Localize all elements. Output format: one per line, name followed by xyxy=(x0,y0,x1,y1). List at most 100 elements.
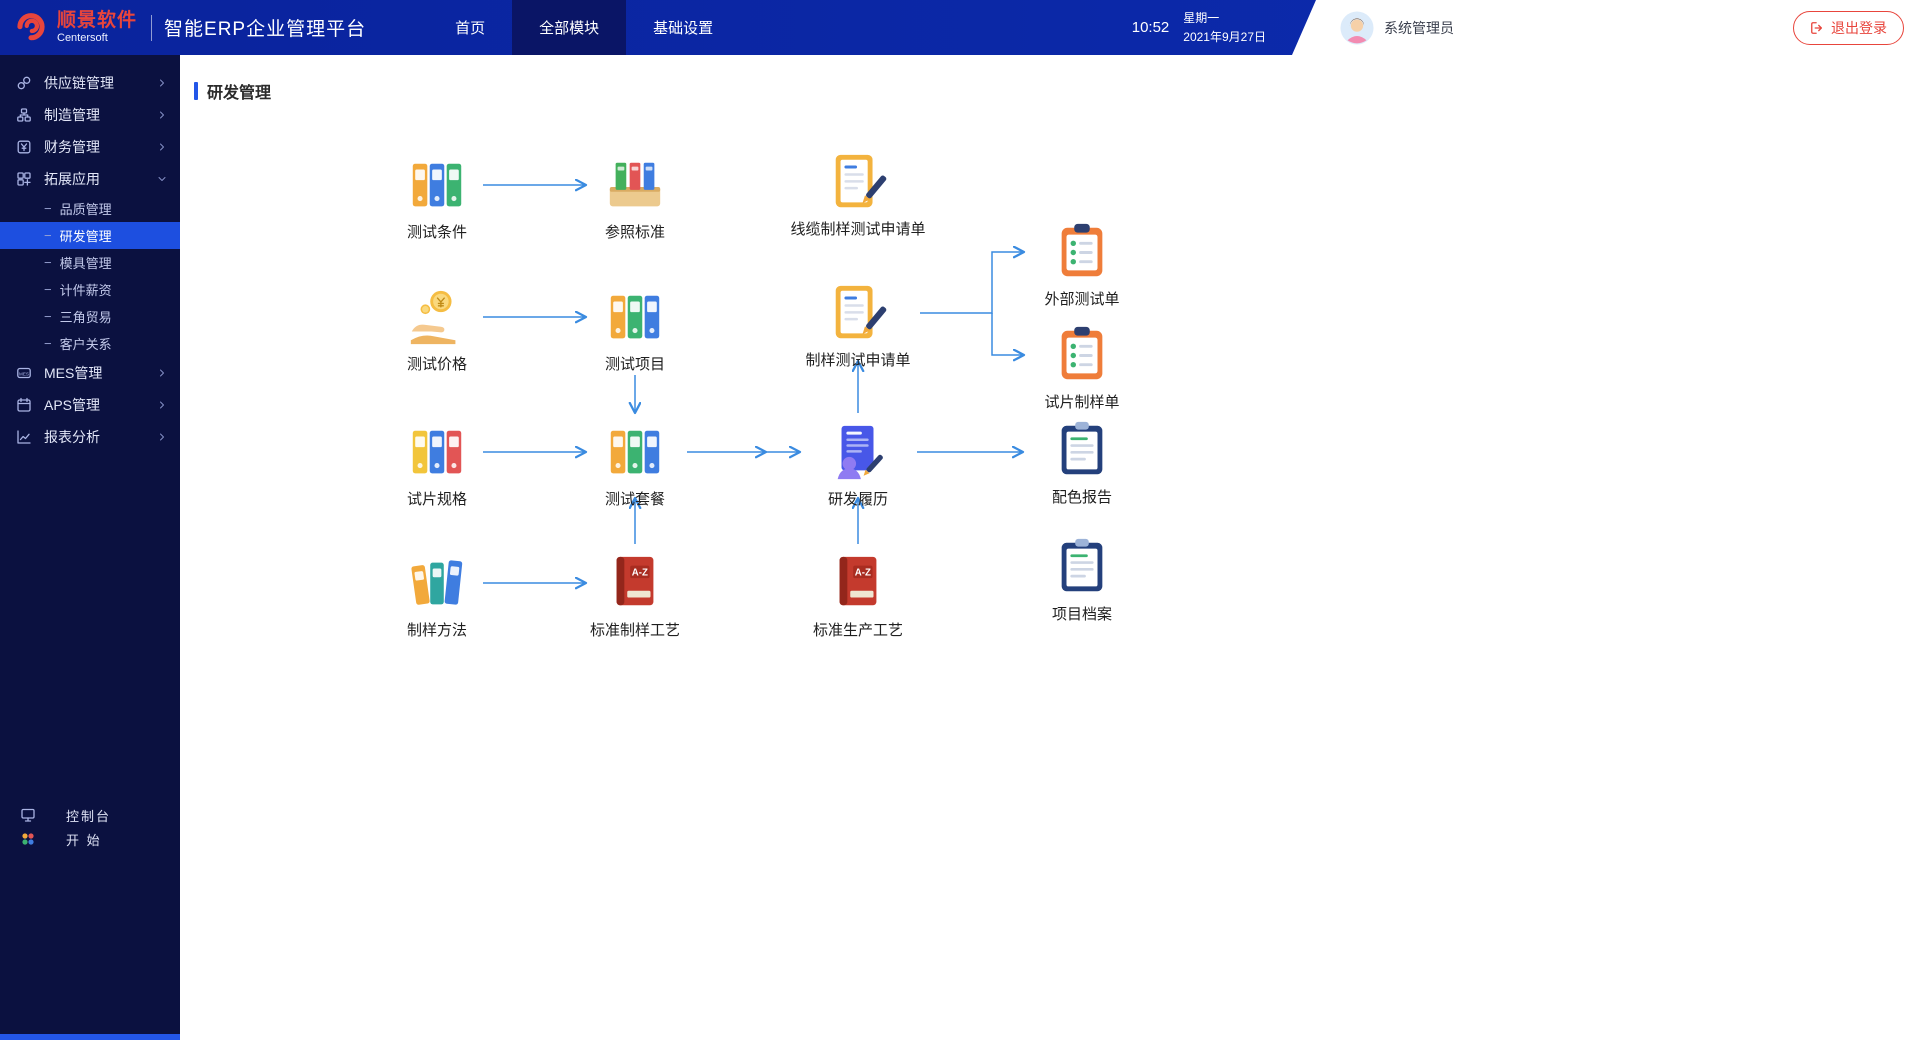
expand-apps-icon xyxy=(16,171,32,187)
sidebar-item-supply-chain[interactable]: 供应链管理 xyxy=(0,67,180,99)
node-label: 线缆制样测试申请单 xyxy=(790,221,926,238)
user-name: 系统管理员 xyxy=(1384,19,1454,36)
sidebar-item-report-analysis[interactable]: 报表分析 xyxy=(0,421,180,453)
svg-text:A-Z: A-Z xyxy=(632,567,648,578)
sidebar-subitem-label: 模具管理 xyxy=(59,256,112,271)
node-label: 测试项目 xyxy=(604,356,665,373)
sidebar-item-finance[interactable]: 财务管理 xyxy=(0,131,180,163)
sidebar-item-label: APS管理 xyxy=(44,397,101,413)
chevron-right-icon xyxy=(156,109,168,121)
main-content: 测试条件 参照标准 线缆制样测试申请单 测试价格 测试项目 制样测试申请单 外部… xyxy=(180,55,1920,1040)
node-label: 试片规格 xyxy=(406,491,467,508)
node-cable-sample-test-request[interactable]: 线缆制样测试申请单 xyxy=(788,151,928,239)
book-az-icon: A-Z xyxy=(604,552,666,614)
manufacture-icon xyxy=(16,107,32,123)
sidebar-menu: 供应链管理制造管理财务管理拓展应用−品质管理−研发管理−模具管理−计件薪资−三角… xyxy=(0,55,180,453)
node-sample-method[interactable]: 制样方法 xyxy=(367,552,507,640)
node-reference-standard[interactable]: 参照标准 xyxy=(565,154,705,242)
sidebar-subitem-label: 品质管理 xyxy=(59,202,112,217)
chevron-right-icon xyxy=(156,367,168,379)
binders-b-icon xyxy=(604,421,666,483)
topnav-item-base-settings[interactable]: 基础设置 xyxy=(653,20,714,37)
binders-b-icon xyxy=(604,286,666,348)
sidebar-item-label: 报表分析 xyxy=(44,429,100,445)
node-test-price[interactable]: 测试价格 xyxy=(367,286,507,374)
node-test-package[interactable]: 测试套餐 xyxy=(565,421,705,509)
dash-icon: − xyxy=(44,336,52,351)
logout-button[interactable]: 退出登录 xyxy=(1793,10,1904,45)
dash-icon: − xyxy=(44,201,52,216)
bookshelf-icon xyxy=(604,154,666,216)
sidebar-item-label: 制造管理 xyxy=(44,107,100,123)
chevron-right-icon xyxy=(156,77,168,89)
chevron-right-icon xyxy=(156,431,168,443)
supply-chain-icon xyxy=(16,75,32,91)
sidebar-item-label: 供应链管理 xyxy=(44,75,114,91)
sidebar-footer: 控制台开 始 xyxy=(0,803,180,851)
node-specimen-spec[interactable]: 试片规格 xyxy=(367,421,507,509)
chevron-right-icon xyxy=(156,399,168,411)
flow-diagram: 测试条件 参照标准 线缆制样测试申请单 测试价格 测试项目 制样测试申请单 外部… xyxy=(180,55,1920,1040)
clipboard-report-icon xyxy=(1051,536,1113,598)
logo-icon xyxy=(14,8,48,47)
node-label: 项目档案 xyxy=(1051,606,1112,623)
node-specimen-sample-sheet[interactable]: 试片制样单 xyxy=(1012,324,1152,412)
node-std-production-process[interactable]: A-Z 标准生产工艺 xyxy=(788,552,928,640)
node-external-test-sheet[interactable]: 外部测试单 xyxy=(1012,221,1152,309)
sidebar-subitem-rd[interactable]: −研发管理 xyxy=(0,222,180,249)
aps-icon xyxy=(16,397,32,413)
sidebar-subitem-quality[interactable]: −品质管理 xyxy=(0,195,180,222)
clipboard-report-icon xyxy=(1051,419,1113,481)
flow-arrow-sample-test-request-to-external-test-sheet-11 xyxy=(920,252,1024,314)
user-area: 系统管理员 退出登录 xyxy=(1292,0,1920,55)
clipboard-check-icon xyxy=(1051,221,1113,283)
node-color-report[interactable]: 配色报告 xyxy=(1012,419,1152,507)
svg-text:A-Z: A-Z xyxy=(855,567,871,578)
node-label: 测试价格 xyxy=(406,356,467,373)
chevron-right-icon xyxy=(156,141,168,153)
sidebar-subitem-label: 三角贸易 xyxy=(59,310,112,325)
topnav-item-all-modules[interactable]: 全部模块 xyxy=(512,0,627,55)
brand-subname: Centersoft xyxy=(57,32,108,45)
node-test-item[interactable]: 测试项目 xyxy=(565,286,705,374)
node-label: 测试条件 xyxy=(406,224,467,241)
dash-icon: − xyxy=(44,309,52,324)
binders-c-icon xyxy=(406,421,468,483)
topnav-item-home[interactable]: 首页 xyxy=(455,20,486,37)
page-header: 研发管理 xyxy=(180,55,1920,103)
node-label: 外部测试单 xyxy=(1044,291,1120,308)
sidebar-item-aps[interactable]: APS管理 xyxy=(0,389,180,421)
node-label: 研发履历 xyxy=(827,491,888,508)
node-sample-test-request[interactable]: 制样测试申请单 xyxy=(788,282,928,370)
sidebar-footer-start[interactable]: 开 始 xyxy=(0,827,180,851)
binders-a-icon xyxy=(406,154,468,216)
node-label: 制样测试申请单 xyxy=(805,352,911,369)
date-block: 星期一 2021年9月27日 xyxy=(1183,9,1266,46)
person-doc-icon xyxy=(827,421,889,483)
folders-icon xyxy=(406,552,468,614)
page-title: 研发管理 xyxy=(207,85,272,102)
weekday-label: 星期一 xyxy=(1183,10,1220,25)
node-rd-history[interactable]: 研发履历 xyxy=(788,421,928,509)
report-icon xyxy=(16,429,32,445)
doc-pen-icon xyxy=(827,282,889,344)
brand-name: 顺景软件 xyxy=(57,9,138,31)
sidebar-subitem-piecework-pay[interactable]: −计件薪资 xyxy=(0,276,180,303)
doc-pen-icon xyxy=(827,151,889,213)
mes-icon: MES xyxy=(16,365,32,381)
node-label: 参照标准 xyxy=(604,224,665,241)
sidebar-subitem-triangle-trade[interactable]: −三角贸易 xyxy=(0,303,180,330)
sidebar-footer-label: 开 始 xyxy=(66,832,102,848)
app-title: 智能ERP企业管理平台 xyxy=(164,19,367,40)
node-test-condition[interactable]: 测试条件 xyxy=(367,154,507,242)
node-std-sample-process[interactable]: A-Z 标准制样工艺 xyxy=(565,552,705,640)
sidebar-subitem-mold[interactable]: −模具管理 xyxy=(0,249,180,276)
hand-coin-icon xyxy=(406,286,468,348)
node-project-archive[interactable]: 项目档案 xyxy=(1012,536,1152,624)
sidebar-item-manufacture[interactable]: 制造管理 xyxy=(0,99,180,131)
sidebar-subitem-customer-rel[interactable]: −客户关系 xyxy=(0,330,180,357)
sidebar-item-expand-apps[interactable]: 拓展应用 xyxy=(0,163,180,195)
sidebar-footer-console[interactable]: 控制台 xyxy=(0,803,180,827)
console-icon xyxy=(20,807,36,823)
